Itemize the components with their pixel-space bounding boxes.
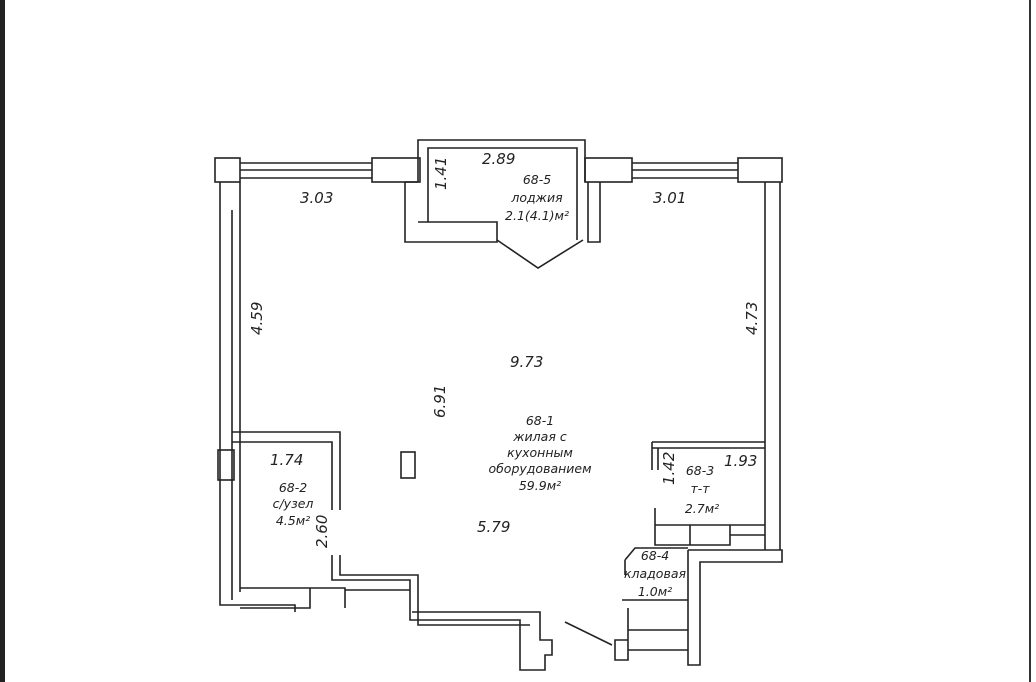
room-name: жилая с <box>512 429 567 444</box>
room-68-1-label: 68-1 жилая с кухонным оборудованием 59.9… <box>488 413 591 493</box>
loggia-left-block <box>404 181 498 243</box>
room-name: лоджия <box>510 190 563 205</box>
room-id: 68-2 <box>279 480 307 495</box>
room-id: 68-4 <box>641 548 669 563</box>
room-68-2-label: 68-2 с/узел 4.5м² <box>273 480 314 528</box>
walls <box>214 139 783 671</box>
dim-center-h: 9.73 <box>510 353 543 371</box>
window-left <box>240 162 372 179</box>
dim-bath-depth: 2.60 <box>313 515 331 548</box>
wall-pier <box>584 157 633 183</box>
room-name: кладовая <box>624 566 687 581</box>
dim-wc-depth: 1.42 <box>660 452 678 485</box>
room-area: 1.0м² <box>638 584 672 599</box>
wall-pier <box>214 157 241 183</box>
room-id: 68-3 <box>686 463 714 478</box>
dim-loggia-width: 2.89 <box>482 150 515 168</box>
left-window <box>217 449 235 481</box>
room-name: т-т <box>690 481 710 496</box>
room-id: 68-5 <box>523 172 551 187</box>
bath-fixtures <box>240 587 410 609</box>
room-id: 68-1 <box>526 413 554 428</box>
door-swing <box>496 239 584 269</box>
bath-partition <box>232 431 553 671</box>
dim-loggia-depth: 1.41 <box>432 157 450 190</box>
room-area: 59.9м² <box>519 478 561 493</box>
room-68-4-label: 68-4 кладовая 1.0м² <box>624 548 687 599</box>
room-area: 2.1(4.1)м² <box>505 208 569 223</box>
door-swing <box>564 621 613 646</box>
window-right <box>632 162 738 179</box>
room-68-3-label: 68-3 т-т 2.7м² <box>685 463 719 516</box>
wall-pier <box>371 157 421 183</box>
room-name: кухонным <box>507 445 573 460</box>
right-wall <box>687 182 783 666</box>
wc-partition <box>651 441 765 546</box>
loggia-inner-wall <box>427 147 578 240</box>
wall-pier <box>737 157 783 183</box>
room-name: с/узел <box>273 496 314 511</box>
dim-left: 4.59 <box>248 302 266 335</box>
left-wall <box>219 182 296 612</box>
dim-right: 4.73 <box>743 302 761 335</box>
page-edge-left <box>0 0 5 682</box>
dim-top-right: 3.01 <box>653 189 686 207</box>
page-edge-right <box>1029 0 1031 682</box>
dim-bath-width: 1.74 <box>270 451 303 469</box>
room-name: оборудованием <box>488 461 591 476</box>
column <box>400 451 416 479</box>
dim-wc-width: 1.93 <box>724 452 757 470</box>
dim-bottom: 5.79 <box>477 518 510 536</box>
dim-center-v: 6.91 <box>431 385 449 418</box>
storage-walls <box>614 547 688 661</box>
room-68-5-label: 68-5 лоджия 2.1(4.1)м² <box>505 172 569 223</box>
room-area: 2.7м² <box>685 501 719 516</box>
room-area: 4.5м² <box>276 513 310 528</box>
dim-top-left: 3.03 <box>300 189 333 207</box>
loggia-right-block <box>587 182 601 243</box>
